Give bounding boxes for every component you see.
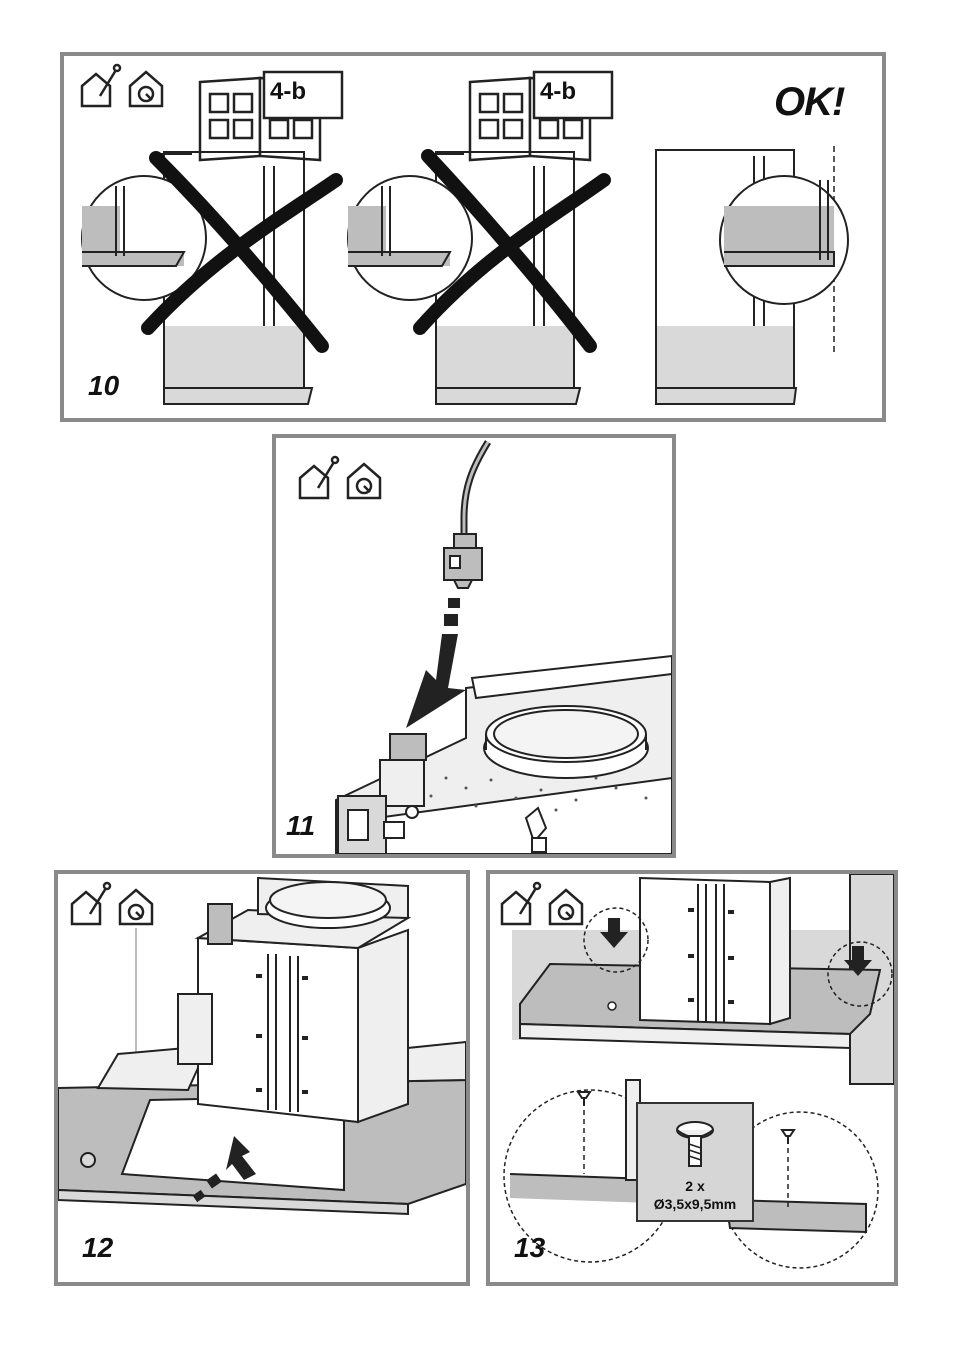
fan-collar: [484, 706, 648, 778]
house-icon: [550, 890, 582, 924]
step-11-panel: 11: [272, 434, 676, 858]
house-icon: [348, 464, 380, 498]
screw-quantity: 2 x: [638, 1178, 752, 1194]
installer-icon: [72, 883, 110, 924]
scene-ok: [656, 146, 848, 404]
scene-wrong-1: [82, 72, 342, 404]
insert-arrow-icon: [406, 598, 466, 728]
manual-ref-label-2: 4-b: [540, 78, 576, 106]
step-10-illustration: [64, 56, 882, 418]
power-plug-icon: [444, 534, 482, 588]
step-11-illustration: [276, 438, 672, 854]
step-12-panel: 12: [54, 870, 470, 1286]
step-number: 13: [514, 1232, 545, 1264]
ok-label: OK!: [774, 80, 844, 125]
installer-icon: [502, 883, 540, 924]
scene-wrong-2: [348, 72, 612, 404]
screw-large-icon: [638, 1104, 752, 1174]
installer-icon: [82, 65, 120, 106]
installer-icon: [300, 457, 338, 498]
house-icon: [120, 890, 152, 924]
step-number: 10: [88, 370, 119, 402]
step-13-panel: 2 x Ø3,5x9,5mm 13: [486, 870, 898, 1286]
step-12-illustration: [58, 874, 466, 1282]
step-number: 11: [286, 810, 315, 842]
screw-size: Ø3,5x9,5mm: [638, 1196, 752, 1212]
house-icon: [130, 72, 162, 106]
step-10-panel: 4-b 4-b OK! 10: [60, 52, 886, 422]
step-number: 12: [82, 1232, 113, 1264]
manual-ref-label-1: 4-b: [270, 78, 306, 106]
screw-spec-box: 2 x Ø3,5x9,5mm: [636, 1102, 754, 1222]
